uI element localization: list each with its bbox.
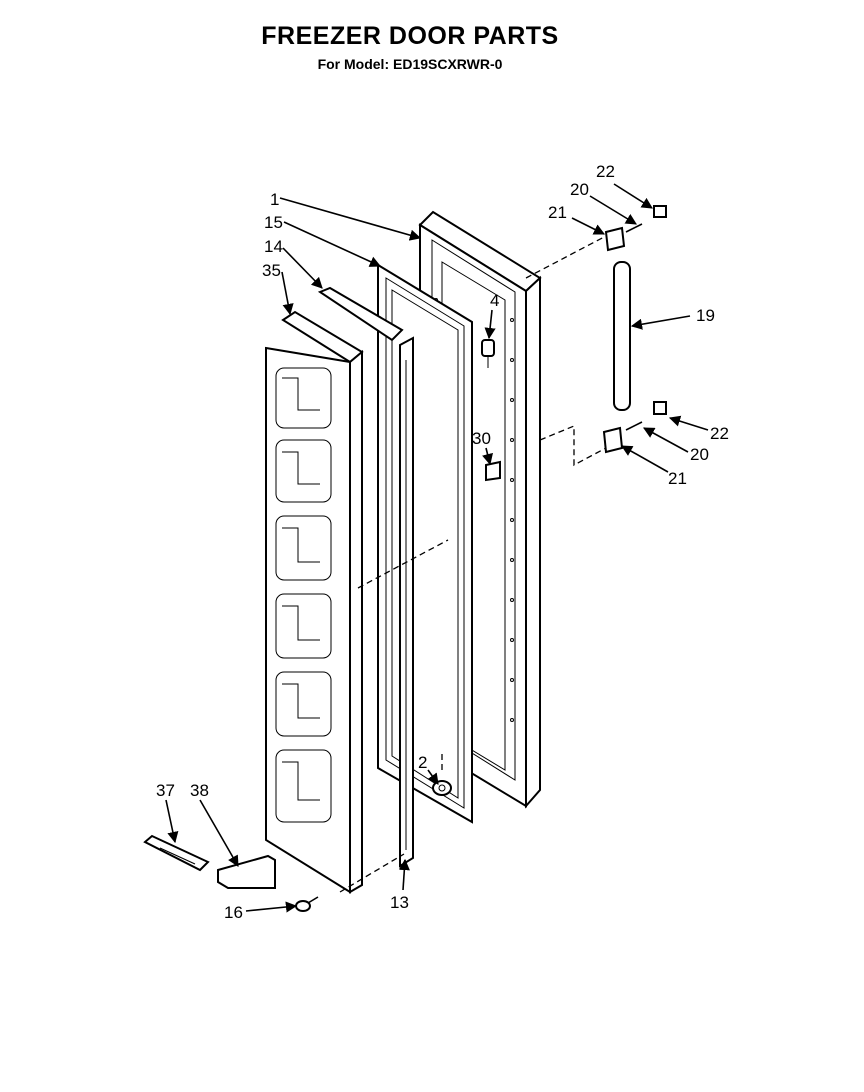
callout-37: 37 — [156, 781, 175, 800]
part-38-cover — [217, 854, 276, 889]
callout-35: 35 — [262, 261, 281, 280]
upper-hinge-assembly — [604, 205, 667, 252]
part-2-grommet — [432, 780, 452, 796]
callout-38: 38 — [190, 781, 209, 800]
callout-21-top: 21 — [548, 203, 567, 222]
callout-labels: 1 15 14 35 4 30 2 13 16 37 38 22 20 21 1… — [156, 162, 729, 922]
breaker-strip-top — [317, 286, 404, 342]
inner-door-liner — [265, 310, 364, 894]
callout-21-bottom: 21 — [668, 469, 687, 488]
vertical-strip — [399, 336, 414, 868]
hinge-rod — [613, 261, 631, 411]
model-subtitle: For Model: ED19SCXRWR-0 — [317, 56, 503, 72]
callout-16: 16 — [224, 903, 243, 922]
callout-22-top: 22 — [596, 162, 615, 181]
callout-2: 2 — [418, 753, 427, 772]
callout-30: 30 — [472, 429, 491, 448]
callout-leaders — [165, 183, 709, 913]
part-16-screw — [295, 896, 319, 912]
callout-1: 1 — [270, 190, 279, 209]
part-30-clip — [485, 460, 501, 482]
callout-22-bottom: 22 — [710, 424, 729, 443]
part-4-plug — [481, 339, 495, 368]
page-title: FREEZER DOOR PARTS — [261, 22, 559, 50]
callout-14: 14 — [264, 237, 283, 256]
lower-hinge-assembly — [602, 401, 667, 454]
callout-20-bottom: 20 — [690, 445, 709, 464]
callout-4: 4 — [490, 291, 499, 310]
callout-15: 15 — [264, 213, 283, 232]
callout-19: 19 — [696, 306, 715, 325]
part-37-bracket — [143, 834, 210, 872]
callout-13: 13 — [390, 893, 409, 912]
door-gasket — [377, 263, 473, 824]
callout-20-top: 20 — [570, 180, 589, 199]
